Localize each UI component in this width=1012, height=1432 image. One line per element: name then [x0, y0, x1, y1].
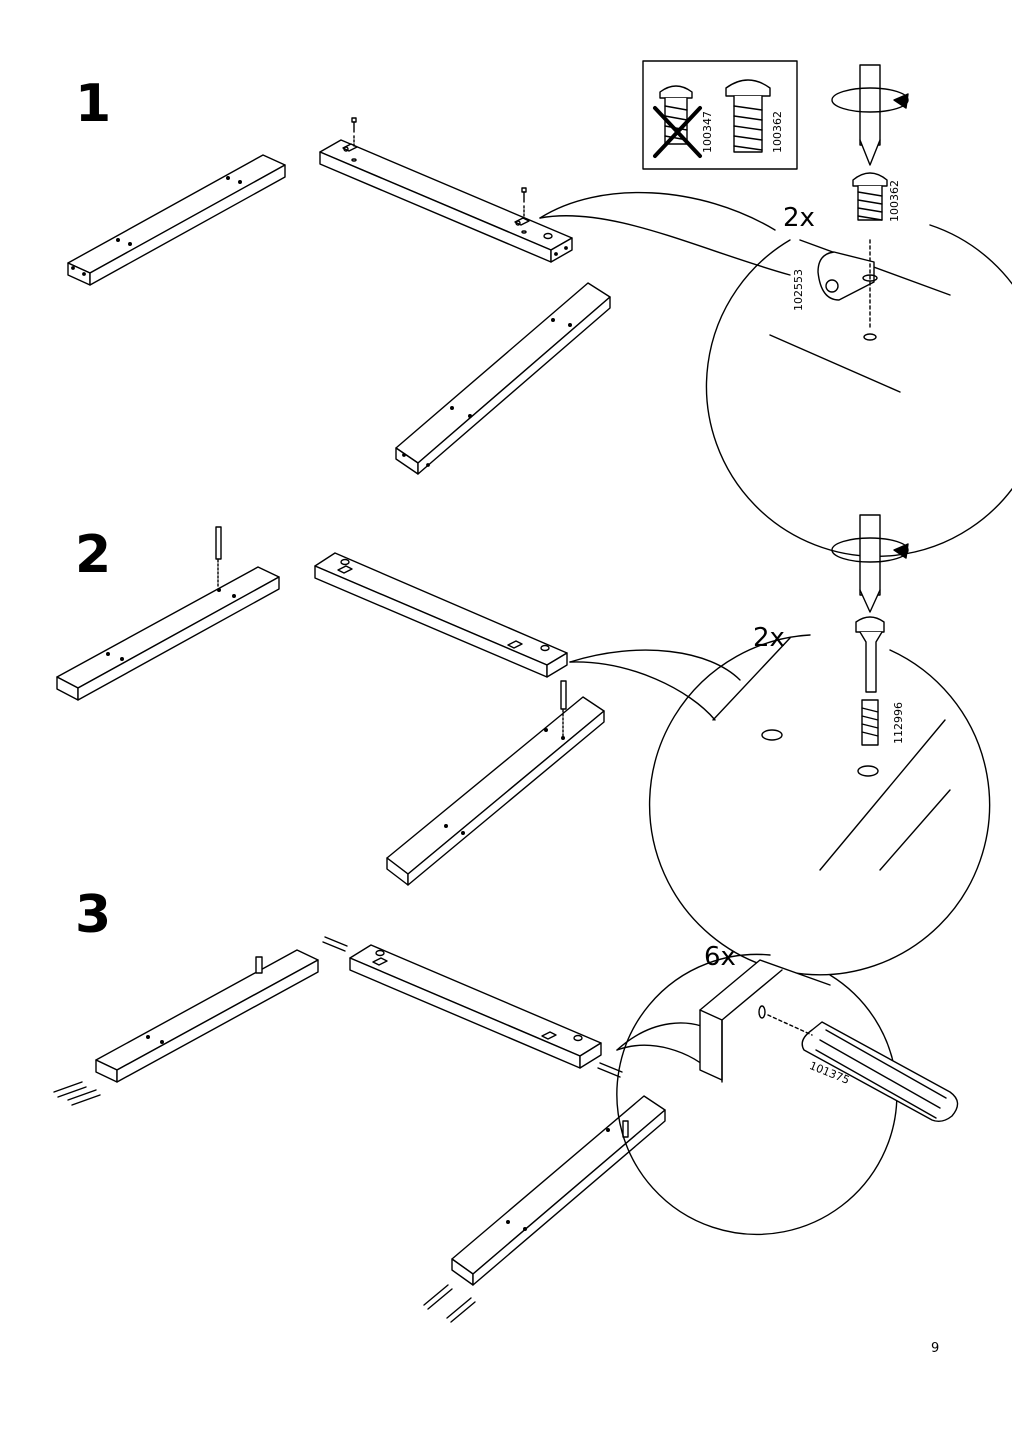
- step1-detail-callout: [540, 65, 1012, 556]
- step-number-3: 3: [75, 885, 112, 945]
- wrong-screw-part-number: 100347: [701, 111, 714, 153]
- step2-cam-bolt-part-number: 112996: [892, 702, 905, 744]
- step3-board-right: [424, 1096, 665, 1322]
- step-number-1: 1: [75, 74, 112, 134]
- step3-board-top: [323, 937, 622, 1077]
- page-number: 9: [931, 1341, 940, 1356]
- step1-board-left: [68, 155, 285, 285]
- step1-bracket-part-number: 102553: [792, 269, 805, 311]
- step1-screw-part-number: 100362: [888, 180, 901, 222]
- step1-board-right: [396, 283, 610, 474]
- step2-board-top: [315, 553, 567, 677]
- step2-board-left: [57, 527, 279, 700]
- step1-quantity: 2x: [783, 203, 815, 233]
- step1-board-top: [320, 118, 572, 262]
- step2-detail-callout: [570, 515, 990, 975]
- step3-detail-callout: [617, 954, 958, 1234]
- step3-board-left: [54, 950, 318, 1105]
- step-number-2: 2: [75, 525, 112, 585]
- screw-comparison-box: [643, 61, 797, 169]
- right-screw-part-number: 100362: [771, 111, 784, 153]
- step2-board-right: [387, 681, 604, 885]
- step2-quantity: 2x: [753, 623, 785, 653]
- step3-quantity: 6x: [704, 942, 736, 972]
